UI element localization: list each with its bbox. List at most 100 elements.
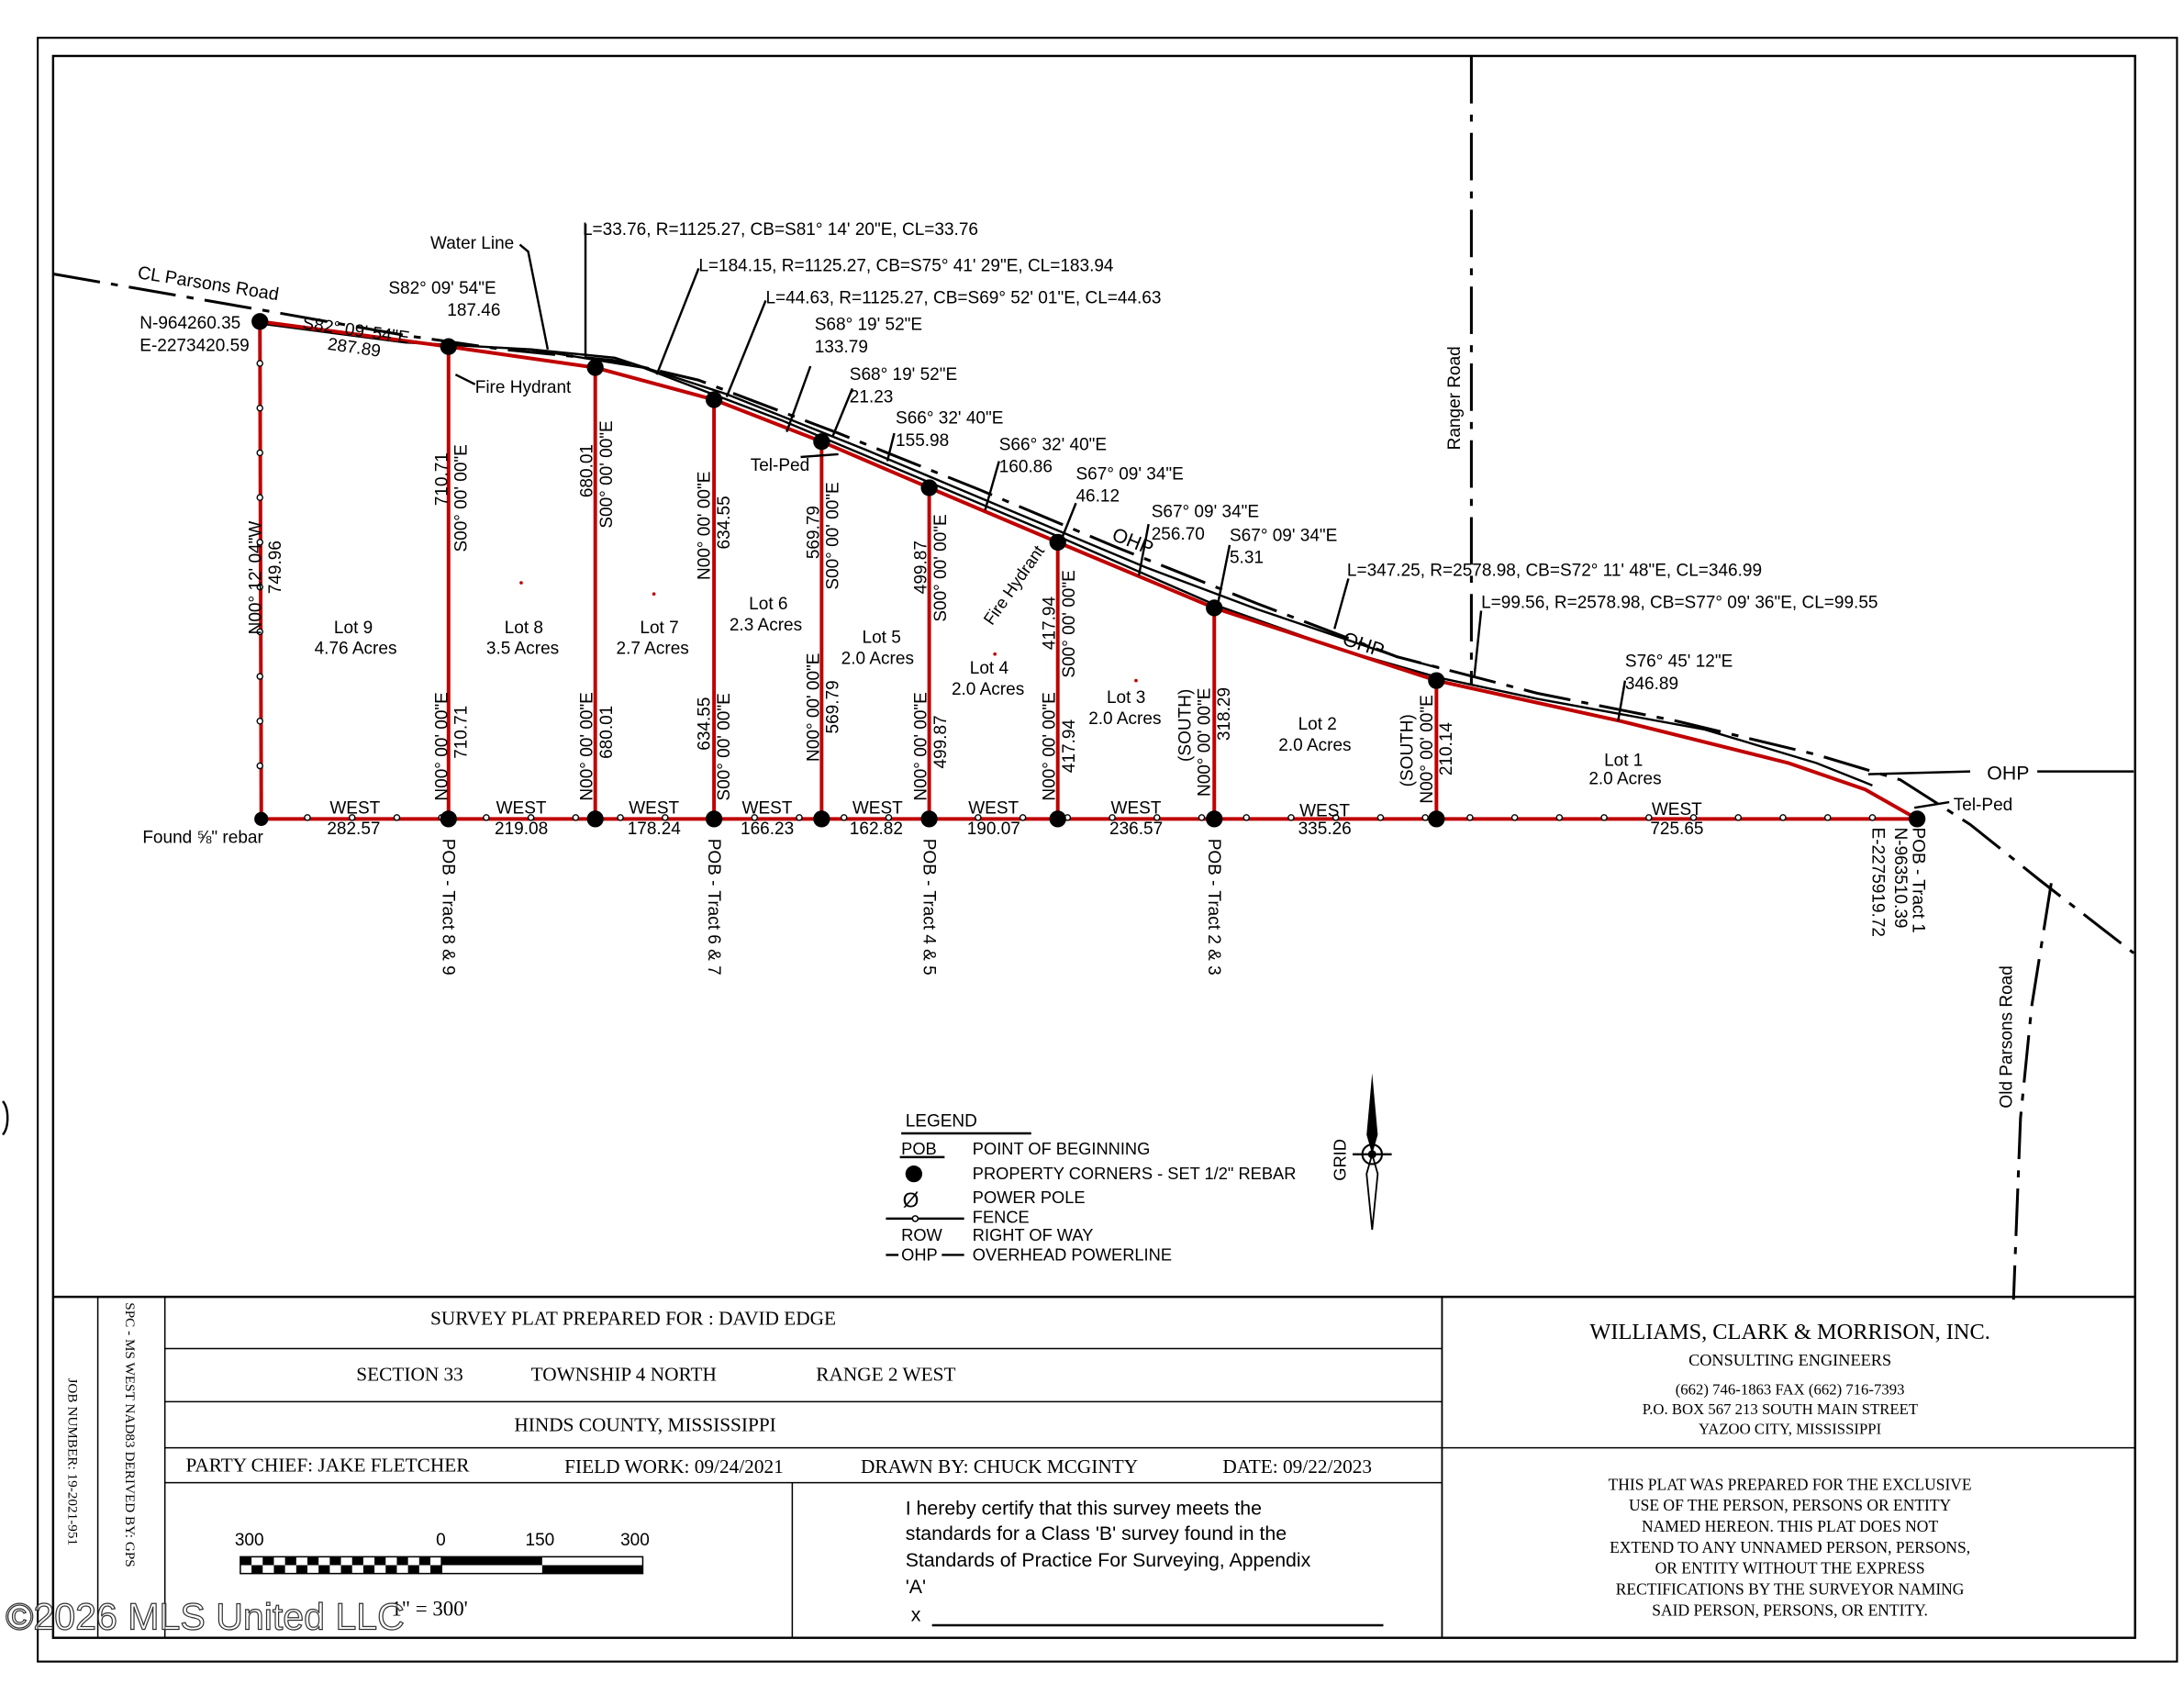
legend-item-text: POINT OF BEGINNING (973, 1139, 1151, 1158)
lot-acres: 3.5 Acres (486, 640, 559, 659)
divider-distance: 634.55 (715, 496, 734, 549)
ohp-label: OHP (1987, 763, 2029, 785)
fence-post (483, 814, 490, 821)
fence-post (256, 404, 263, 412)
legend-corner-symbol (905, 1165, 922, 1183)
distance-label: 187.46 (447, 301, 500, 320)
segment-bearing: WEST (629, 798, 679, 818)
party-chief: PARTY CHIEF: JAKE FLETCHER (186, 1454, 471, 1476)
cl-parsons-road-label: CL Parsons Road (136, 262, 280, 305)
lot-name: Lot 1 (1604, 752, 1643, 771)
fence-post (885, 814, 893, 821)
fence-posts (256, 360, 1877, 821)
distance-label: 160.86 (999, 458, 1053, 477)
disclaimer-line: THIS PLAT WAS PREPARED FOR THE EXCLUSIVE (1609, 1475, 1972, 1493)
property-corner-marker (254, 811, 269, 826)
lot-acres: 2.3 Acres (730, 616, 802, 635)
divider-distance: 318.29 (1215, 687, 1234, 741)
nw-northing: N-964260.35 (139, 314, 240, 333)
bearing-label: S76° 45' 12"E (1625, 652, 1733, 671)
grid-label: GRID (1330, 1139, 1349, 1181)
bearing-label: S82° 09' 54"E (388, 279, 496, 298)
ohp-east-line (1867, 770, 1971, 775)
divider-bearing: N00° 00' 00"E (696, 472, 715, 580)
fence-post (256, 583, 263, 591)
divider-distance: 710.71 (452, 706, 472, 759)
edge-mark (2, 1100, 9, 1136)
se-easting: E-2275919.72 (1867, 828, 1887, 937)
curve-label: L=99.56, R=2578.98, CB=S77° 09' 36"E, CL… (1481, 593, 1878, 612)
divider-bearing: N00° 00' 00"E (432, 692, 451, 800)
divider-distance: 499.87 (912, 541, 931, 594)
lot-name: Lot 4 (970, 659, 1009, 678)
property-corner-marker (813, 433, 830, 451)
scale-label: 0 (436, 1531, 446, 1550)
certification-line: Standards of Practice For Surveying, App… (906, 1549, 1311, 1571)
segment-bearing: WEST (496, 798, 547, 818)
property-corner-marker (1206, 810, 1223, 828)
property-corner-marker (586, 359, 604, 376)
lot-name: Lot 2 (1298, 715, 1337, 734)
divider-distance: 569.79 (804, 506, 823, 559)
tel-ped-label: Tel-Ped (751, 456, 809, 475)
section: SECTION 33 (356, 1364, 463, 1386)
fence-post (1734, 814, 1742, 821)
distance-label: 133.79 (815, 338, 868, 357)
divider-bearing: N00° 00' 00"E (1041, 692, 1060, 800)
lot-name: Lot 6 (749, 595, 787, 614)
property-corner-marker (920, 479, 938, 496)
fence-post (1198, 814, 1206, 821)
scale-label: 300 (620, 1531, 650, 1550)
lot-name: Lot 7 (640, 619, 678, 638)
segment-distance: 162.82 (850, 820, 903, 839)
title-block: SURVEY PLAT PREPARED FOR : DAVID EDGE SE… (52, 1295, 2135, 1638)
distance-label: 155.98 (896, 431, 949, 451)
divider-distance: 680.01 (597, 706, 617, 759)
fence-post (751, 814, 758, 821)
segment-distance: 236.57 (1109, 820, 1163, 839)
nw-easting: E-2273420.59 (139, 336, 249, 355)
segment-bearing: WEST (1299, 801, 1350, 820)
scale-checker (240, 1556, 442, 1574)
pob-label: POB - Tract 4 & 5 (919, 839, 939, 976)
tract-perimeter (258, 319, 1924, 821)
cl-parsons-road-centerline (52, 273, 2135, 954)
property-corner-marker (440, 810, 457, 828)
fence-post (256, 628, 263, 636)
legend: LEGEND POB POINT OF BEGINNING PROPERTY C… (886, 1111, 1297, 1265)
county: HINDS COUNTY, MISSISSIPPI (514, 1413, 775, 1435)
lot-acres: 2.0 Acres (841, 649, 914, 668)
field-work: FIELD WORK: 09/24/2021 (564, 1455, 784, 1478)
pob-label: POB - Tract 6 & 7 (704, 839, 723, 976)
fence-post (256, 673, 263, 680)
scale-label: 150 (526, 1531, 555, 1550)
fence-post (527, 814, 535, 821)
ranger-road-label: Ranger Road (1445, 346, 1465, 450)
signature-x: x (911, 1603, 921, 1625)
divider-distance: 417.94 (1041, 597, 1060, 651)
divider-distance: 569.79 (824, 680, 843, 733)
south-line-labels: WEST 282.57 WEST 219.08 WEST 178.24 WEST… (327, 798, 1703, 839)
segment-distance: 166.23 (741, 820, 794, 839)
curve-label: L=44.63, R=1125.27, CB=S69° 52' 01"E, CL… (765, 288, 1161, 307)
fence-post (1019, 814, 1027, 821)
scale-label: 300 (235, 1531, 264, 1550)
range: RANGE 2 WEST (816, 1364, 955, 1386)
prepared-for: SURVEY PLAT PREPARED FOR : DAVID EDGE (430, 1308, 836, 1330)
tel-ped-label: Tel-Ped (1954, 796, 2012, 815)
property-corner-marker (440, 338, 457, 355)
fence-post (796, 814, 803, 821)
west-line-distance: 749.96 (266, 541, 285, 594)
water-line-label: Water Line (430, 234, 514, 253)
scale-bar: 300 0 150 300 1" = 300' (235, 1531, 650, 1620)
legend-symbol-pob: POB (901, 1139, 937, 1158)
bearing-label: S66° 32' 40"E (896, 408, 1003, 428)
lot-centroid-marks (519, 581, 1138, 683)
fence-post (1689, 814, 1698, 821)
segment-bearing: WEST (1111, 798, 1162, 818)
property-corner-marker (251, 313, 269, 330)
property-corner-marker (1428, 672, 1445, 689)
legend-item-text: PROPERTY CORNERS - SET 1/2" REBAR (973, 1164, 1297, 1183)
bearing-label: S66° 32' 40"E (999, 435, 1107, 454)
